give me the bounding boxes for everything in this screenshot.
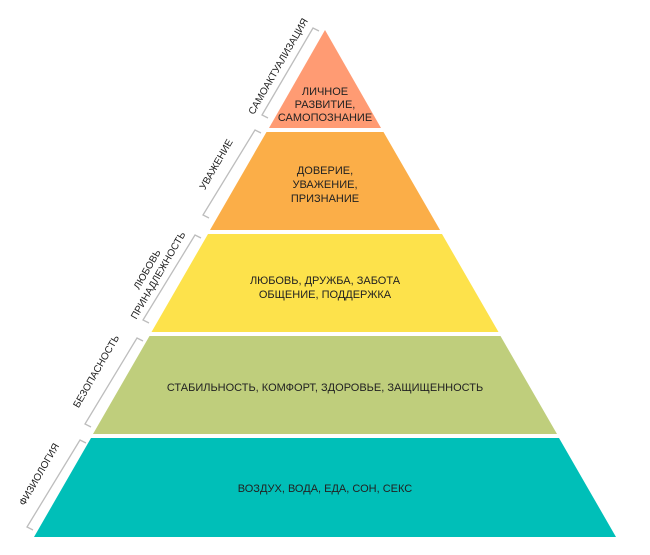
tier-text: ВОЗДУХ, ВОДА, ЕДА, СОН, СЕКС: [238, 483, 412, 495]
tier-text: УВАЖЕНИЕ,: [292, 179, 357, 191]
tier-text: ПРИЗНАНИЕ: [291, 193, 359, 205]
tier-text: ЛЮБОВЬ, ДРУЖБА, ЗАБОТА: [250, 275, 401, 287]
side-label-esteem: УВАЖЕНИЕ: [198, 137, 236, 192]
tier-text: ОБЩЕНИЕ, ПОДДЕРЖКА: [259, 289, 392, 301]
bracket: [84, 337, 144, 428]
tier-safety: [93, 336, 557, 434]
side-label-physiology: ФИЗИОЛОГИЯ: [18, 442, 62, 508]
bracket: [202, 129, 262, 219]
tier-text: ЛИЧНОЕ: [302, 86, 348, 98]
bracket: [261, 27, 320, 119]
tier-love-belonging: [151, 234, 499, 332]
bracket: [142, 234, 202, 324]
tier-esteem: [210, 132, 440, 230]
tier-text: ДОВЕРИЕ,: [297, 165, 353, 177]
tier-text: САМОПОЗНАНИЕ: [278, 112, 372, 124]
tier-self-actualization: [269, 30, 381, 128]
tier-text: СТАБИЛЬНОСТЬ, КОМФОРТ, ЗДОРОВЬЕ, ЗАЩИЩЕН…: [167, 382, 483, 394]
bracket: [26, 439, 87, 531]
tier-physiology: [34, 438, 616, 537]
tier-text: РАЗВИТИЕ,: [295, 99, 356, 111]
